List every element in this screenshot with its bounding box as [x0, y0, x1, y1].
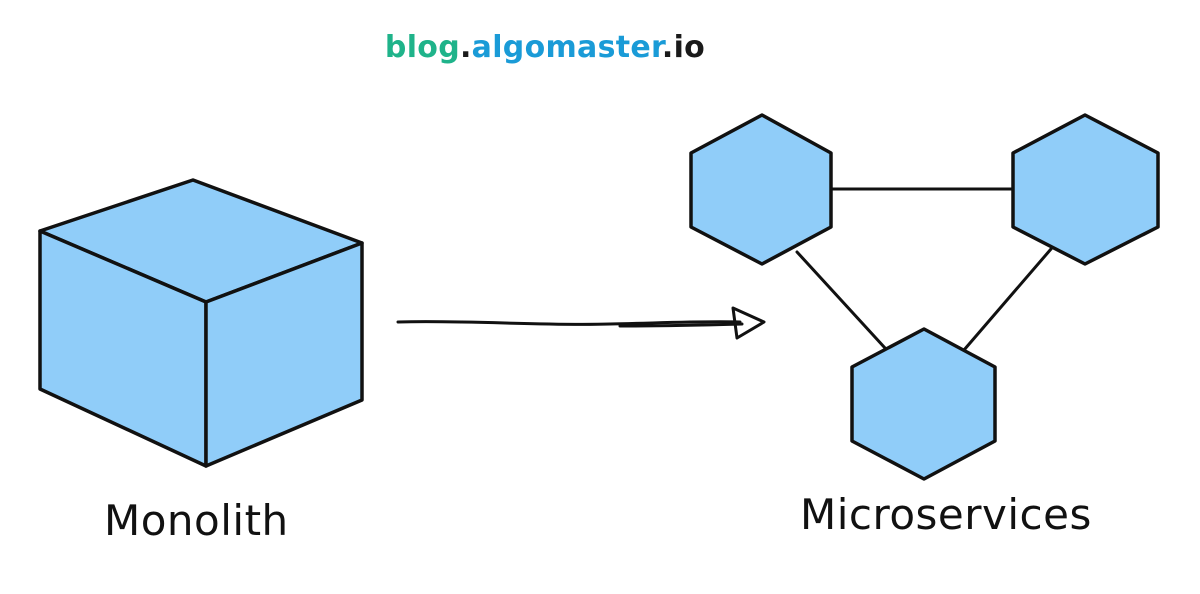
connection-right-bottom	[962, 247, 1053, 352]
brand-dot-2: .	[661, 30, 674, 65]
service-hexagon-icon	[689, 113, 833, 266]
arrow-shaft	[396, 320, 742, 326]
connection-left-bottom	[795, 250, 887, 350]
service-hexagon-icon	[1011, 113, 1160, 266]
service-hexagon-icon	[850, 327, 997, 481]
brand-logo: blog.algomaster.io	[0, 30, 1090, 65]
cube-right-face	[204, 241, 364, 468]
monolith-label: Monolith	[104, 496, 289, 545]
arrow-head	[731, 306, 766, 340]
arrow-right-icon	[396, 306, 766, 340]
service-connections	[795, 187, 1053, 352]
brand-algomaster: algomaster	[471, 30, 662, 65]
brand-io: io	[673, 30, 706, 65]
brand-dot-1: .	[459, 30, 472, 65]
microservices-cluster	[689, 113, 1160, 481]
arrow-shaft-2	[618, 322, 744, 328]
monolith-cube-icon	[38, 178, 364, 468]
brand-blog: blog	[384, 30, 460, 65]
microservices-label: Microservices	[800, 490, 1092, 539]
